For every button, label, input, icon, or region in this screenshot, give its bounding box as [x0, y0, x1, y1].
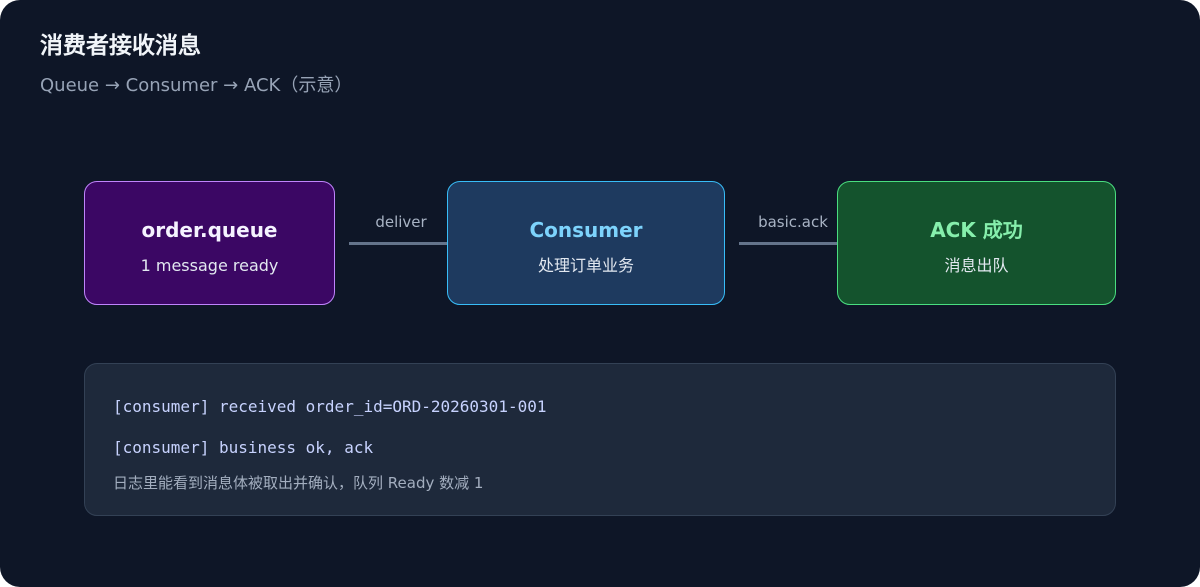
deliver-edge-label: deliver — [375, 213, 427, 231]
log-panel: [consumer] received order_id=ORD-2026030… — [84, 363, 1116, 516]
ack-node: ACK 成功 消息出队 — [837, 181, 1116, 305]
consumer-node-desc: 处理订单业务 — [537, 256, 634, 275]
queue-node: order.queue 1 message ready — [84, 181, 335, 305]
log-line: [consumer] received order_id=ORD-2026030… — [113, 397, 547, 416]
ack-edge-label: basic.ack — [758, 213, 828, 231]
diagram-subtitle: Queue → Consumer → ACK（示意） — [40, 75, 353, 96]
diagram-title: 消费者接收消息 — [40, 33, 201, 59]
log-line: [consumer] business ok, ack — [113, 438, 374, 457]
deliver-edge-line — [349, 242, 447, 245]
queue-node-desc: 1 message ready — [140, 256, 279, 275]
ack-node-desc: 消息出队 — [944, 256, 1009, 275]
ack-node-name: ACK 成功 — [930, 218, 1023, 242]
ack-edge-line — [739, 242, 837, 245]
queue-node-name: order.queue — [141, 218, 278, 242]
consumer-node-name: Consumer — [529, 218, 643, 242]
log-note: 日志里能看到消息体被取出并确认，队列 Ready 数减 1 — [113, 474, 484, 492]
consumer-node: Consumer 处理订单业务 — [447, 181, 725, 305]
